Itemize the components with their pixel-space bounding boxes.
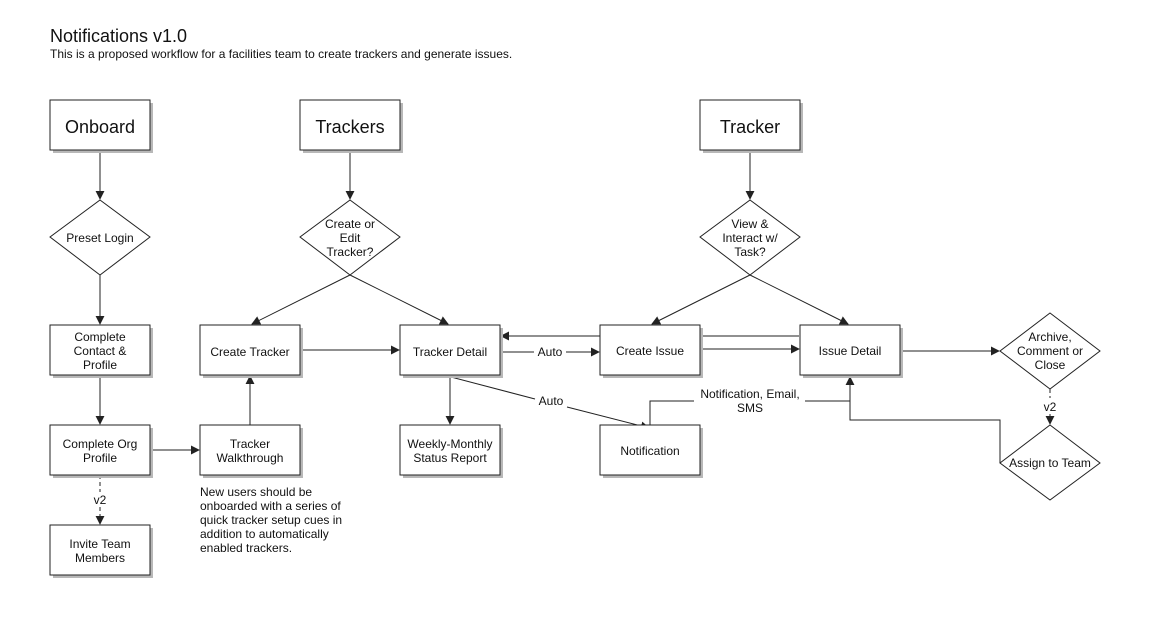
edge-assign-issue-detail xyxy=(849,390,1001,463)
node-create-tracker-label: Create Tracker xyxy=(210,345,289,359)
node-create-issue-label: Create Issue xyxy=(616,344,684,358)
node-create-issue[interactable]: Create Issue xyxy=(599,324,703,378)
page-subtitle: This is a proposed workflow for a facili… xyxy=(50,47,513,61)
node-walkthrough-line-2: Walkthrough xyxy=(217,451,284,465)
page-title: Notifications v1.0 xyxy=(50,26,188,46)
node-contact-line-2: Contact & xyxy=(74,344,127,358)
edge-label-notification-channels-2: SMS xyxy=(737,401,763,415)
edge-labels: Auto Auto Notification, Email, SMS v2 v2 xyxy=(94,345,1057,507)
decision-create-edit-tracker[interactable]: Create or Edit Tracker? xyxy=(299,199,401,276)
node-tracker-detail-label: Tracker Detail xyxy=(413,345,487,359)
node-onboard[interactable]: Onboard xyxy=(49,99,153,153)
node-notification-label: Notification xyxy=(620,444,679,458)
edge-notification-issue-detail-left xyxy=(649,400,694,425)
decision-create-edit-line-1: Create or xyxy=(325,217,375,231)
edge-decision-tracker-detail xyxy=(349,274,449,325)
node-walkthrough-line-1: Tracker xyxy=(230,437,270,451)
edge-detail-notification-a xyxy=(450,376,536,400)
node-complete-org-profile[interactable]: Complete Org Profile xyxy=(49,424,153,478)
decision-preset-login-label: Preset Login xyxy=(66,231,133,245)
node-org-line-1: Complete Org xyxy=(63,437,138,451)
decision-assign-to-team[interactable]: Assign to Team xyxy=(999,424,1101,501)
node-weekly-monthly-report[interactable]: Weekly-Monthly Status Report xyxy=(399,424,503,478)
node-invite-line-2: Members xyxy=(75,551,125,565)
node-trackers-label: Trackers xyxy=(315,117,384,137)
decision-archive-comment-close[interactable]: Archive, Comment or Close xyxy=(999,312,1101,390)
node-contact-line-3: Profile xyxy=(83,358,117,372)
node-create-tracker[interactable]: Create Tracker xyxy=(199,324,303,378)
edge-decision-create-issue xyxy=(651,274,751,325)
node-invite-line-1: Invite Team xyxy=(69,537,130,551)
decision-view-interact-line-2: Interact w/ xyxy=(722,231,778,245)
decision-view-interact-task[interactable]: View & Interact w/ Task? xyxy=(699,199,801,276)
edge-decision-create-tracker xyxy=(251,274,351,325)
edge-decision-issue-detail xyxy=(749,274,849,325)
decision-view-interact-line-3: Task? xyxy=(734,245,766,259)
node-tracker-detail[interactable]: Tracker Detail xyxy=(399,324,503,378)
edge-label-notification-channels-1: Notification, Email, xyxy=(700,387,799,401)
edge-label-auto-notification: Auto xyxy=(539,394,564,408)
decision-view-interact-line-1: View & xyxy=(731,217,768,231)
onboarding-note: New users should be onboarded with a ser… xyxy=(200,485,343,555)
node-trackers[interactable]: Trackers xyxy=(299,99,403,153)
decision-archive-line-1: Archive, xyxy=(1028,330,1071,344)
node-tracker[interactable]: Tracker xyxy=(699,99,803,153)
edges xyxy=(95,150,1055,525)
edge-label-v2-invite: v2 xyxy=(94,493,107,507)
node-org-line-2: Profile xyxy=(83,451,117,465)
node-weekly-line-2: Status Report xyxy=(413,451,487,465)
edge-notification-issue-detail-right xyxy=(805,376,855,402)
decision-create-edit-line-2: Edit xyxy=(340,231,361,245)
node-complete-contact-profile[interactable]: Complete Contact & Profile xyxy=(49,324,153,378)
node-tracker-label: Tracker xyxy=(720,117,780,137)
edge-label-auto-create-issue: Auto xyxy=(538,345,563,359)
node-onboard-label: Onboard xyxy=(65,117,135,137)
decision-preset-login[interactable]: Preset Login xyxy=(49,199,151,276)
node-issue-detail[interactable]: Issue Detail xyxy=(799,324,903,378)
decision-assign-label: Assign to Team xyxy=(1009,456,1091,470)
decision-create-edit-line-3: Tracker? xyxy=(327,245,374,259)
node-weekly-line-1: Weekly-Monthly xyxy=(407,437,492,451)
node-issue-detail-label: Issue Detail xyxy=(819,344,882,358)
decision-archive-line-3: Close xyxy=(1035,358,1066,372)
node-invite-team-members[interactable]: Invite Team Members xyxy=(49,524,153,578)
node-notification[interactable]: Notification xyxy=(599,424,703,478)
node-contact-line-1: Complete xyxy=(74,330,126,344)
node-tracker-walkthrough[interactable]: Tracker Walkthrough xyxy=(199,424,303,478)
edge-label-v2-assign: v2 xyxy=(1044,400,1057,414)
decision-archive-line-2: Comment or xyxy=(1017,344,1083,358)
